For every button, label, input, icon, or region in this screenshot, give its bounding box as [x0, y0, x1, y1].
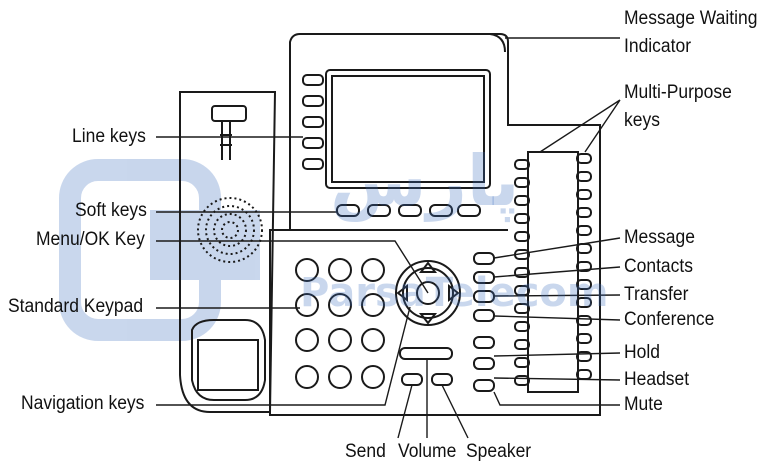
label-soft-keys: Soft keys — [75, 200, 147, 221]
watermark-arabic: پارس — [330, 140, 520, 222]
label-multi-purpose-2: keys — [624, 110, 660, 131]
label-volume: Volume — [398, 441, 457, 462]
soft-key-3[interactable] — [398, 204, 422, 217]
label-speaker: Speaker — [466, 441, 532, 462]
handset-cradle — [179, 91, 277, 413]
label-multi-purpose: Multi-Purpose — [624, 82, 732, 103]
label-mute: Mute — [624, 394, 663, 415]
mute-key[interactable] — [473, 379, 495, 392]
phone-body — [269, 33, 601, 416]
label-message-waiting: Message Waiting — [624, 8, 758, 29]
handset-earpiece — [191, 319, 266, 401]
line-key-4[interactable] — [302, 137, 324, 149]
hold-key[interactable] — [473, 336, 495, 349]
label-standard-keypad: Standard Keypad — [8, 296, 144, 317]
label-line-keys: Line keys — [72, 126, 146, 147]
navigation-ring[interactable] — [395, 260, 461, 326]
label-message: Message — [624, 227, 695, 248]
label-conference: Conference — [624, 309, 715, 330]
contacts-key[interactable] — [473, 271, 495, 284]
label-send: Send — [345, 441, 386, 462]
watermark-latin: ParsaTelecom — [300, 270, 609, 316]
line-key-5[interactable] — [302, 158, 324, 170]
send-key[interactable] — [401, 373, 423, 386]
soft-key-2[interactable] — [367, 204, 391, 217]
hook-switch — [211, 105, 247, 122]
transfer-key[interactable] — [473, 290, 495, 303]
soft-key-1[interactable] — [336, 204, 360, 217]
line-key-3[interactable] — [302, 116, 324, 128]
headset-key[interactable] — [473, 357, 495, 370]
label-hold: Hold — [624, 342, 660, 363]
leader-lines — [156, 37, 621, 439]
speaker-grille — [197, 197, 263, 263]
standard-keypad[interactable] — [295, 258, 385, 389]
soft-key-4[interactable] — [429, 204, 453, 217]
speaker-key[interactable] — [431, 373, 453, 386]
menu-ok-key[interactable] — [416, 281, 440, 305]
volume-key[interactable] — [399, 347, 453, 360]
watermark-logo — [59, 159, 260, 341]
message-key[interactable] — [473, 252, 495, 265]
conference-key[interactable] — [473, 309, 495, 322]
label-menu-ok: Menu/OK Key — [36, 229, 145, 250]
label-contacts: Contacts — [624, 256, 693, 277]
label-navigation-keys: Navigation keys — [21, 393, 145, 414]
label-transfer: Transfer — [624, 284, 689, 305]
line-key-2[interactable] — [302, 95, 324, 107]
label-message-waiting-2: Indicator — [624, 36, 692, 57]
soft-key-5[interactable] — [457, 204, 481, 217]
label-headset: Headset — [624, 369, 690, 390]
line-key-1[interactable] — [302, 74, 324, 86]
multi-purpose-keys[interactable] — [514, 153, 592, 386]
hook-lever — [220, 121, 232, 160]
lcd-screen — [325, 69, 491, 189]
